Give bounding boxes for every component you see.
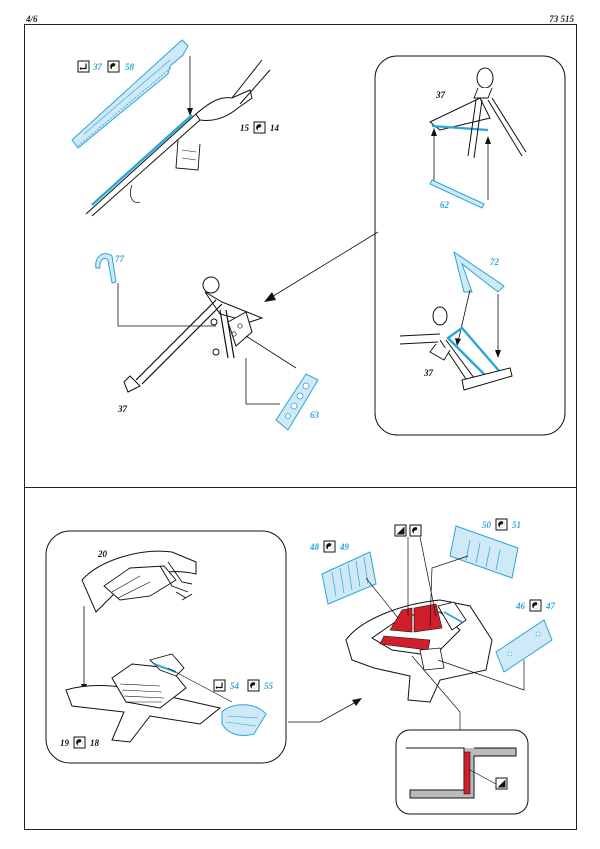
pe-part-72 (453, 250, 505, 293)
pe-part-46 (495, 619, 553, 673)
label-part-63: 63 (310, 410, 320, 420)
label-part-55: 55 (264, 681, 274, 691)
page-frame (24, 24, 577, 830)
remove-part-icon (409, 524, 422, 537)
pe-part-62 (429, 179, 485, 209)
label-part-15: 15 (240, 123, 250, 133)
label-part-19: 19 (60, 738, 70, 748)
detail-mount-b (399, 306, 513, 391)
label-part-72: 72 (490, 257, 500, 267)
remove-part-icon (495, 518, 508, 531)
cockpit-main-view (345, 599, 493, 703)
label-part-18: 18 (90, 738, 100, 748)
remove-part-icon (323, 540, 336, 553)
label-part-37-mid: 37 (117, 404, 128, 414)
label-part-49: 49 (339, 542, 350, 552)
page-number: 4/6 (26, 14, 38, 24)
fuselage-rail-drawing (85, 59, 271, 217)
label-part-37-top: 37 (92, 62, 103, 72)
section-divider (24, 487, 577, 488)
pe-part-77 (95, 253, 117, 284)
label-part-62: 62 (440, 200, 450, 210)
remove-part-icon (247, 679, 260, 692)
bend-icon (77, 60, 90, 73)
label-detail-37-b: 37 (423, 368, 434, 378)
detail-frame-section (395, 729, 529, 815)
label-part-50: 50 (482, 520, 492, 530)
remove-part-icon (253, 121, 266, 134)
pe-part-48 (321, 551, 377, 605)
cockpit-upper-view (81, 550, 197, 613)
detail-frame-bottom (45, 530, 287, 764)
label-part-46: 46 (515, 601, 526, 611)
remove-part-icon (73, 736, 86, 749)
pe-part-63 (275, 373, 319, 431)
label-part-47: 47 (545, 601, 556, 611)
cockpit-lower-view (65, 653, 222, 743)
label-detail-37-a: 37 (435, 90, 446, 100)
paint-icon (495, 777, 508, 790)
pe-part-54 (221, 704, 267, 737)
bend-icon (213, 679, 226, 692)
label-part-20: 20 (97, 549, 108, 559)
paint-icon (394, 524, 407, 537)
label-part-14: 14 (270, 123, 280, 133)
label-part-54: 54 (230, 681, 240, 691)
detail-mount-a (429, 67, 527, 159)
label-part-51: 51 (512, 520, 521, 530)
product-code: 73 515 (549, 14, 574, 24)
pe-part-50 (449, 525, 519, 579)
label-part-77: 77 (115, 254, 125, 264)
label-part-58: 58 (125, 62, 135, 72)
pe-part-58 (71, 39, 189, 149)
label-part-48: 48 (309, 542, 320, 552)
remove-part-icon (107, 60, 120, 73)
detail-frame-top (374, 55, 566, 436)
remove-part-icon (529, 599, 542, 612)
cross-section-drawing (406, 747, 517, 799)
gun-mount-assembly (123, 276, 264, 393)
